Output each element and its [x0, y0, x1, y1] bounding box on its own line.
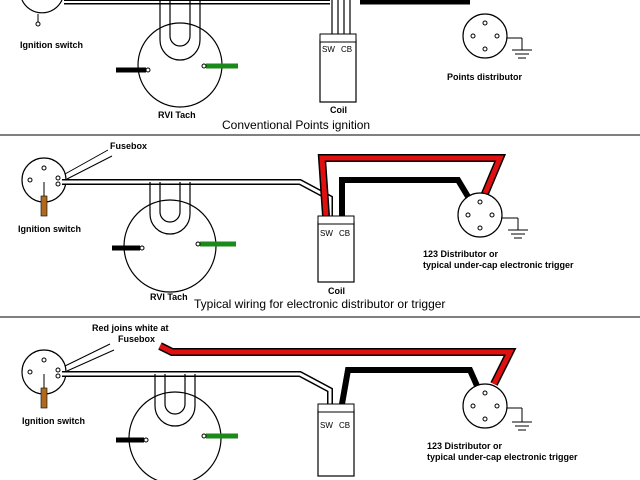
- points-distributor-label: Points distributor: [447, 72, 522, 82]
- panel1-title: Conventional Points ignition: [222, 118, 370, 132]
- note-line2: Fusebox: [118, 334, 155, 344]
- distributor-label-line2: typical under-cap electronic trigger: [423, 260, 574, 270]
- ignition-switch-icon: [21, 349, 67, 409]
- coil-sw-label: SW: [322, 45, 335, 54]
- distributor-icon: [462, 13, 532, 59]
- coil-sw-label: SW: [320, 421, 333, 430]
- ignition-switch-icon: [21, 157, 67, 217]
- ignition-switch-label: Ignition switch: [20, 40, 83, 50]
- coil-icon: SW CB: [319, 0, 357, 103]
- distributor-label-line2: typical under-cap electronic trigger: [427, 452, 578, 462]
- coil-icon: SW CB: [317, 403, 355, 477]
- coil-sw-label: SW: [320, 229, 333, 238]
- fusebox-label: Fusebox: [110, 141, 147, 151]
- coil-cb-label: CB: [341, 45, 352, 54]
- note-line1: Red joins white at: [92, 323, 169, 333]
- ignition-switch-label: Ignition switch: [18, 224, 81, 234]
- panel-electronic-distributor: Fusebox Ignition switch RVI Tach: [18, 141, 574, 311]
- tach-icon: [116, 0, 238, 108]
- distributor-label-line1: 123 Distributor or: [427, 441, 503, 451]
- tach-icon: [116, 374, 238, 480]
- distributor-icon: [462, 383, 532, 431]
- panel-conventional-points: Ignition switch RVI Tach SW CB Coil: [20, 0, 532, 132]
- tach-label: RVI Tach: [158, 110, 196, 120]
- tach-label: RVI Tach: [150, 292, 188, 302]
- coil-cb-label: CB: [339, 421, 350, 430]
- distributor-label-line1: 123 Distributor or: [423, 249, 499, 259]
- panel-red-joins-white: Red joins white at Fusebox Ignition swit…: [21, 323, 578, 480]
- ignition-switch-label: Ignition switch: [22, 416, 85, 426]
- distributor-icon: [457, 192, 528, 239]
- tach-icon: [112, 182, 236, 293]
- panel2-title: Typical wiring for electronic distributo…: [194, 297, 445, 311]
- coil-cb-label: CB: [339, 229, 350, 238]
- ignition-switch-icon: [21, 0, 63, 27]
- coil-label: Coil: [330, 105, 347, 115]
- coil-label: Coil: [328, 286, 345, 296]
- coil-icon: SW CB: [317, 215, 355, 283]
